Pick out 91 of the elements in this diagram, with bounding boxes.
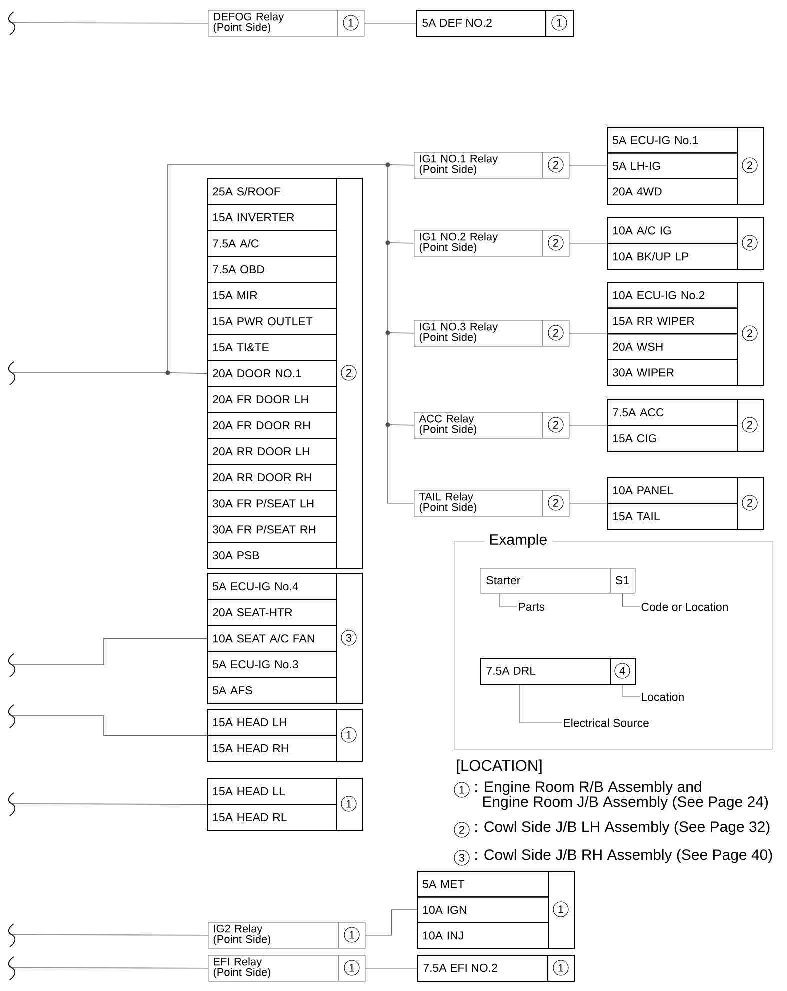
leader-line	[500, 593, 518, 608]
fuse-cell: 5A ECU-IG No.3	[207, 651, 338, 678]
wire	[168, 164, 388, 374]
fuse-box: 7.5A DRL	[480, 658, 612, 686]
wire	[388, 424, 414, 504]
relay-box: IG1 NO.1 Relay (Point Side) 2	[414, 152, 570, 179]
callout-label: Electrical Source	[564, 718, 649, 728]
fuse-cell: 5A AFS	[207, 677, 338, 704]
fuse-cell: 10A PANEL	[607, 477, 738, 504]
code-cell: S1	[610, 568, 636, 594]
leader-line	[622, 593, 640, 608]
location-number: 2	[454, 822, 470, 838]
fuse-cell: 10A INJ	[417, 922, 550, 950]
callout-label: Code or Location	[642, 602, 728, 612]
wire	[365, 910, 418, 936]
fuse-cell: 20A WSH	[607, 334, 738, 360]
relay-box: IG1 NO.3 Relay (Point Side) 2	[414, 320, 570, 347]
fuse-cell: 15A MIR	[207, 282, 338, 310]
leader-line	[622, 684, 640, 698]
location-note: : Engine Room R/B Assembly and Engine Room J/B Assembly (See Page 24)	[476, 781, 768, 810]
wire	[12, 934, 208, 936]
fuse-box: 5A DEF NO.2 1	[416, 10, 574, 38]
fuse-cell: 25A S/ROOF	[207, 178, 338, 206]
fuse-box: 7.5A EFI NO.2 1	[417, 955, 576, 982]
wire	[168, 372, 208, 374]
fuse-cell: 5A ECU-IG No.1	[607, 127, 738, 154]
fuse-cell: 10A ECU-IG No.2	[607, 282, 738, 309]
fuse-cell: 7.5A ACC	[607, 399, 738, 426]
fuse-cell: 15A CIG	[607, 425, 738, 452]
wire	[364, 22, 416, 24]
fuse-cell: 5A MET	[417, 871, 550, 898]
fuse-cell: 7.5A A/C	[207, 230, 338, 258]
wire	[569, 164, 608, 166]
fuse-cell: 15A HEAD RL	[207, 804, 338, 832]
wire	[12, 22, 208, 24]
part-box: Starter	[480, 568, 611, 594]
wire	[12, 638, 208, 666]
fuse-cell: 15A TI&TE	[207, 334, 338, 362]
location-number: 3	[454, 850, 470, 866]
wire	[569, 502, 608, 504]
fuse-cell: 15A HEAD LL	[207, 778, 338, 806]
wire	[569, 242, 608, 244]
fuse-cell: 15A INVERTER	[207, 204, 338, 232]
fuse-cell: 20A RR DOOR LH	[207, 438, 338, 466]
relay-box: EFI Relay (Point Side) 1	[208, 954, 366, 982]
callout-label: Parts	[519, 603, 545, 612]
wire	[569, 424, 608, 426]
fuse-cell: 7.5A OBD	[207, 256, 338, 284]
relay-box: IG1 NO.2 Relay (Point Side) 2	[414, 230, 570, 257]
fuse-cell: 20A RR DOOR RH	[207, 464, 338, 492]
fuse-cell: 20A DOOR NO.1	[207, 360, 338, 388]
fuse-cell: 20A SEAT-HTR	[207, 599, 338, 626]
wire	[388, 242, 414, 244]
section-heading: [LOCATION]	[457, 760, 542, 774]
fuse-cell: 15A TAIL	[607, 503, 738, 530]
wire	[388, 332, 414, 334]
wire	[12, 716, 208, 736]
location-number: 1	[454, 782, 470, 798]
callout-label: Location	[642, 692, 684, 702]
fuse-cell: 10A IGN	[417, 896, 550, 924]
fuse-cell: 30A WIPER	[607, 359, 738, 386]
fuse-cell: 10A BK/UP LP	[607, 243, 738, 270]
wire	[12, 804, 208, 805]
fuse-cell: 10A SEAT A/C FAN	[207, 625, 338, 652]
fuse-cell: 30A FR P/SEAT RH	[207, 516, 338, 544]
wire	[12, 968, 208, 969]
fuse-cell: 20A 4WD	[607, 178, 738, 206]
fuse-cell: 30A FR P/SEAT LH	[207, 490, 338, 518]
fuse-cell: 30A PSB	[207, 542, 338, 570]
fuse-cell: 10A A/C IG	[607, 217, 738, 244]
fuse-cell: 5A LH-IG	[607, 152, 738, 180]
relay-box: ACC Relay (Point Side) 2	[414, 412, 570, 439]
fuse-cell: 5A ECU-IG No.4	[207, 573, 338, 600]
fuse-cell: 15A PWR OUTLET	[207, 308, 338, 336]
relay-box: IG2 Relay (Point Side) 1	[208, 922, 366, 949]
location-note: : Cowl Side J/B RH Assembly (See Page 40)	[476, 849, 772, 864]
wire	[569, 332, 608, 334]
location-cell: 4	[610, 658, 636, 686]
fuse-cell: 15A RR WIPER	[607, 308, 738, 335]
wire	[388, 164, 414, 166]
wire	[388, 424, 414, 426]
relay-box: DEFOG Relay (Point Side) 1	[208, 10, 365, 37]
fuse-cell: 15A HEAD RH	[207, 735, 338, 762]
fuse-cell: 15A HEAD LH	[207, 709, 338, 736]
fuse-cell: 20A FR DOOR LH	[207, 386, 338, 414]
wire	[365, 968, 418, 969]
relay-box: TAIL Relay (Point Side) 2	[414, 490, 570, 517]
wire	[12, 372, 168, 374]
location-note: : Cowl Side J/B LH Assembly (See Page 32)	[476, 821, 770, 836]
leader-line	[520, 684, 562, 724]
fuse-cell: 20A FR DOOR RH	[207, 412, 338, 440]
